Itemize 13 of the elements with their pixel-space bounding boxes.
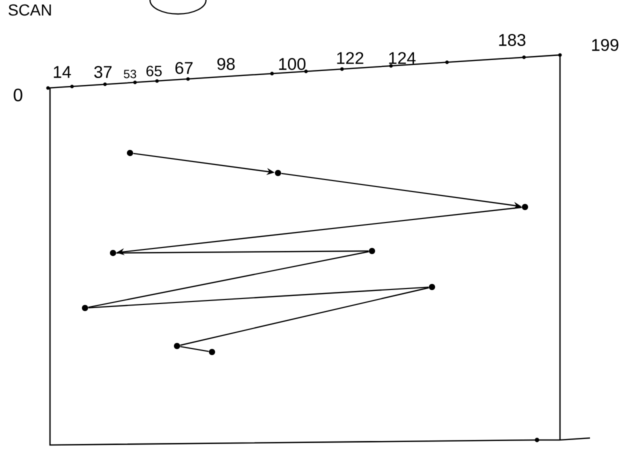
track-number: 199	[592, 39, 618, 51]
track-number: 53	[124, 70, 136, 78]
track-number: 122	[337, 52, 364, 64]
track-number: 67	[175, 62, 193, 74]
title-text: SCAN	[8, 4, 51, 16]
track-number: 37	[94, 66, 112, 78]
track-number: 124	[389, 52, 416, 64]
track-number: 65	[146, 66, 162, 76]
track-number: 183	[499, 34, 526, 46]
track-number: 100	[279, 58, 306, 70]
track-number: 14	[54, 66, 71, 78]
track-number: 0	[14, 88, 22, 102]
track-number: 98	[217, 58, 235, 70]
